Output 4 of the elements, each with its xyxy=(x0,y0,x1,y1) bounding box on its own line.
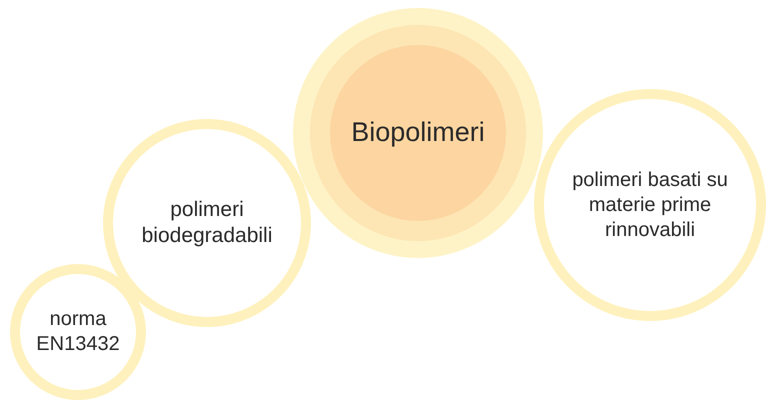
node-label: norma EN13432 xyxy=(36,307,120,357)
node-label: polimeri biodegradabili xyxy=(140,196,274,249)
node-label: polimeri basati su materie prime rinnovabili xyxy=(571,168,729,242)
node-label: Biopolimeri xyxy=(351,116,485,150)
